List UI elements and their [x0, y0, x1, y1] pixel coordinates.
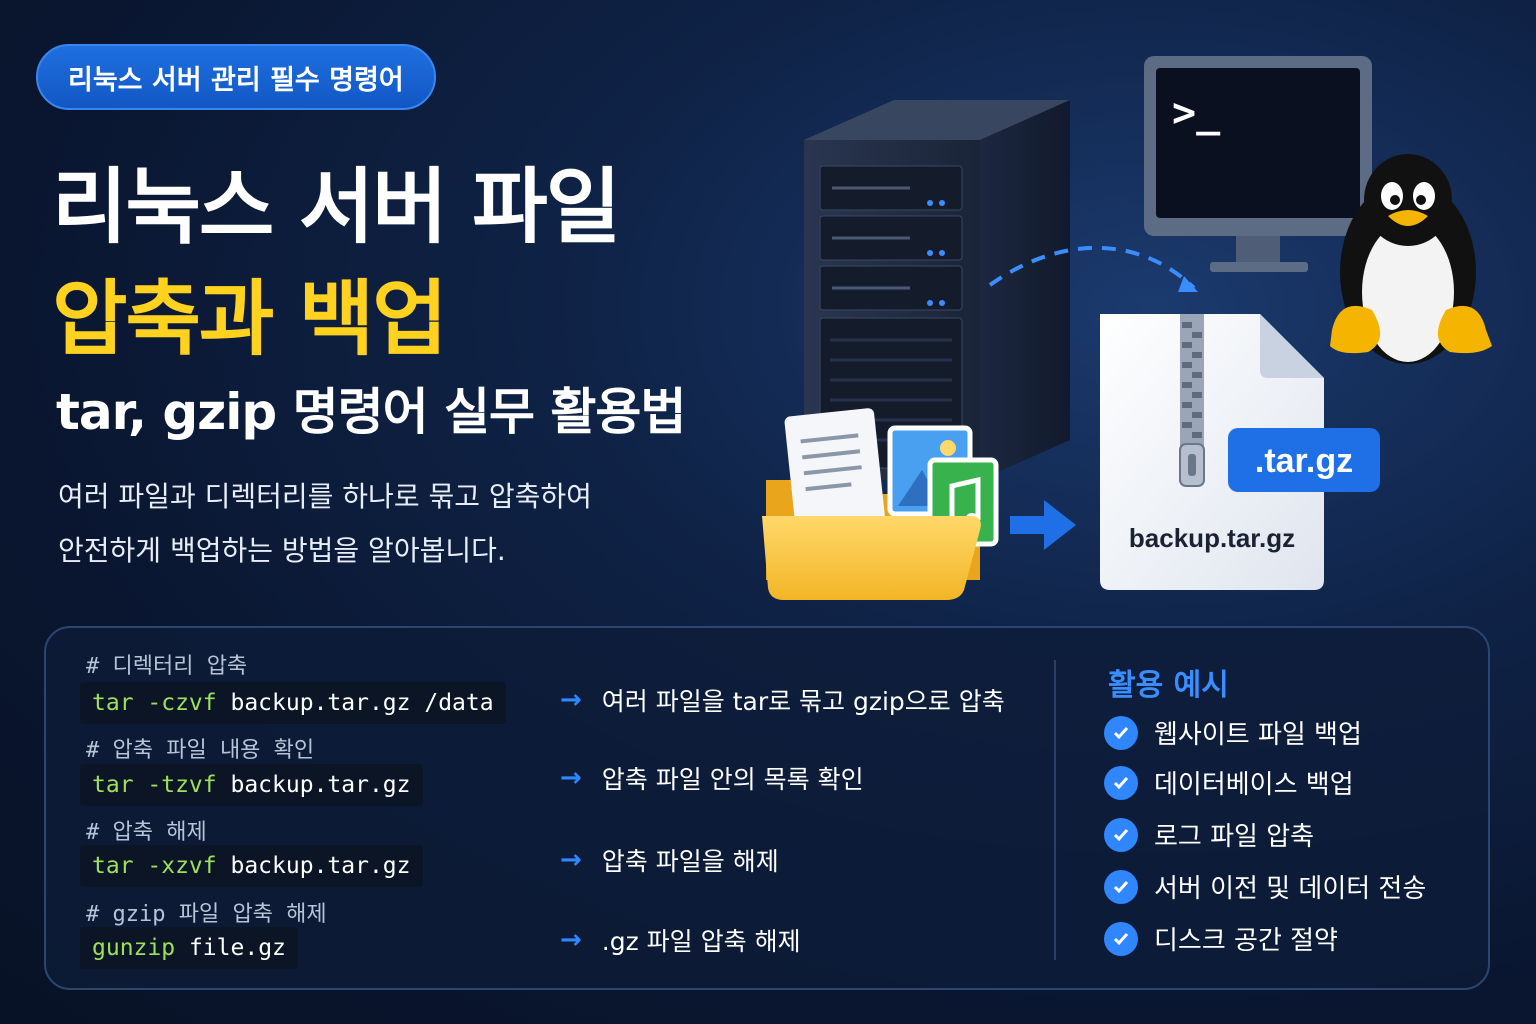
command-4-keyword: gunzip	[92, 935, 176, 961]
command-4-code[interactable]: gunzip file.gz	[80, 927, 298, 969]
command-2-explain-row: → 압축 파일 안의 목록 확인	[560, 760, 864, 796]
use-item-label: 로그 파일 압축	[1154, 822, 1315, 852]
title-line-2: 압축과 백업	[52, 272, 448, 367]
command-2-explain: 압축 파일 안의 목록 확인	[601, 765, 864, 794]
description-line-1: 여러 파일과 디렉터리를 하나로 묶고 압축하여	[58, 480, 592, 513]
arrow-right-icon: →	[560, 925, 582, 955]
command-1-explain: 여러 파일을 tar로 묶고 gzip으로 압축	[601, 687, 1005, 716]
terminal-prompt: >_	[1172, 90, 1221, 136]
right-arrow-icon	[1010, 500, 1076, 550]
command-4-comment: # gzip 파일 압축 해제	[86, 902, 327, 927]
terminal-monitor-icon: >_	[1144, 56, 1372, 272]
command-4-explain-row: → .gz 파일 압축 해제	[560, 922, 801, 958]
header-badge: 리눅스 서버 관리 필수 명령어	[36, 44, 436, 110]
check-icon	[1104, 869, 1138, 904]
use-item-label: 디스크 공간 절약	[1154, 926, 1338, 956]
use-item-label: 서버 이전 및 데이터 전송	[1154, 874, 1427, 904]
command-3-explain-row: → 압축 파일을 해제	[560, 842, 779, 878]
use-item: 로그 파일 압축	[1104, 816, 1314, 853]
arrow-right-icon: →	[560, 763, 582, 793]
command-1-keyword: tar -czvf	[92, 690, 217, 716]
use-item: 디스크 공간 절약	[1104, 920, 1338, 957]
title-line-3: tar, gzip 명령어 실무 활용법	[56, 383, 686, 441]
command-3-keyword: tar -xzvf	[92, 853, 217, 879]
arrow-right-icon: →	[560, 845, 582, 875]
command-1-explain-row: → 여러 파일을 tar로 묶고 gzip으로 압축	[560, 682, 1005, 718]
command-1-code[interactable]: tar -czvf backup.tar.gz /data	[80, 682, 506, 724]
arrow-right-icon: →	[560, 685, 582, 715]
description: 여러 파일과 디렉터리를 하나로 묶고 압축하여 안전하게 백업하는 방법을 알…	[58, 470, 592, 578]
command-3-comment: # 압축 해제	[86, 820, 207, 845]
dashed-arrow-icon	[988, 245, 1196, 290]
tux-penguin-icon	[1330, 154, 1492, 364]
command-3-args: backup.tar.gz	[230, 853, 411, 879]
command-2-comment: # 압축 파일 내용 확인	[86, 738, 315, 763]
description-line-2: 안전하게 백업하는 방법을 알아봅니다.	[58, 534, 506, 567]
check-icon	[1104, 765, 1138, 800]
hero-illustration: >_ .tar.gz backup.tar.gz	[762, 56, 1492, 600]
command-1-args: backup.tar.gz /data	[230, 690, 494, 716]
command-2-args: backup.tar.gz	[230, 772, 411, 798]
command-2-keyword: tar -tzvf	[92, 772, 217, 798]
use-item-label: 데이터베이스 백업	[1154, 770, 1354, 800]
check-icon	[1104, 715, 1138, 750]
document-icon	[784, 408, 886, 536]
file-name-label: backup.tar.gz	[1129, 523, 1295, 553]
command-3-explain: 압축 파일을 해제	[601, 847, 779, 876]
panel-divider	[1054, 660, 1056, 960]
use-item: 서버 이전 및 데이터 전송	[1104, 868, 1426, 905]
use-item: 웹사이트 파일 백업	[1104, 714, 1362, 751]
use-item: 데이터베이스 백업	[1104, 764, 1354, 801]
use-item-label: 웹사이트 파일 백업	[1154, 720, 1362, 750]
command-3-code[interactable]: tar -xzvf backup.tar.gz	[80, 845, 423, 887]
folder-icon	[762, 408, 999, 600]
zip-archive-icon: .tar.gz backup.tar.gz	[1100, 314, 1380, 590]
command-4-explain: .gz 파일 압축 해제	[601, 927, 801, 956]
title-line-1: 리눅스 서버 파일	[52, 160, 621, 255]
command-2-code[interactable]: tar -tzvf backup.tar.gz	[80, 764, 423, 806]
check-icon	[1104, 817, 1138, 852]
command-1-comment: # 디렉터리 압축	[86, 654, 248, 679]
uses-title: 활용 예시	[1108, 668, 1229, 703]
file-extension-badge: .tar.gz	[1255, 442, 1353, 480]
check-icon	[1104, 921, 1138, 956]
command-4-args: file.gz	[188, 935, 286, 961]
